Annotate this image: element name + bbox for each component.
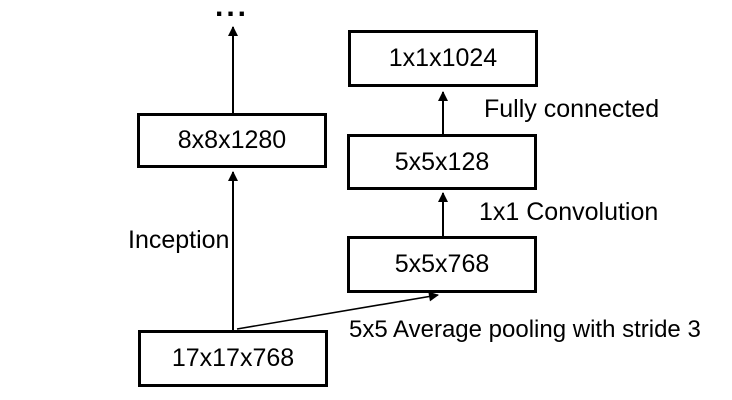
node-label: 5x5x128 [394, 147, 490, 176]
node-8x8x1280: 8x8x1280 [137, 113, 327, 168]
node-5x5x768: 5x5x768 [347, 236, 537, 293]
arrow-avg-pool-diagonal [236, 291, 439, 330]
node-label: 5x5x768 [394, 250, 490, 278]
node-17x17x768: 17x17x768 [138, 330, 328, 387]
edge-label-1x1-convolution: 1x1 Convolution [479, 198, 659, 226]
node-5x5x128: 5x5x128 [347, 134, 537, 190]
continuation-ellipsis: ... [215, 0, 250, 23]
node-label: 17x17x768 [171, 344, 295, 372]
edge-label-average-pooling: 5x5 Average pooling with stride 3 [349, 316, 701, 343]
edge-label-fully-connected: Fully connected [484, 95, 660, 123]
node-label: 8x8x1280 [177, 126, 287, 154]
edge-label-inception: Inception [128, 226, 230, 254]
node-1x1x1024: 1x1x1024 [348, 30, 538, 87]
node-label: 1x1x1024 [388, 44, 498, 72]
